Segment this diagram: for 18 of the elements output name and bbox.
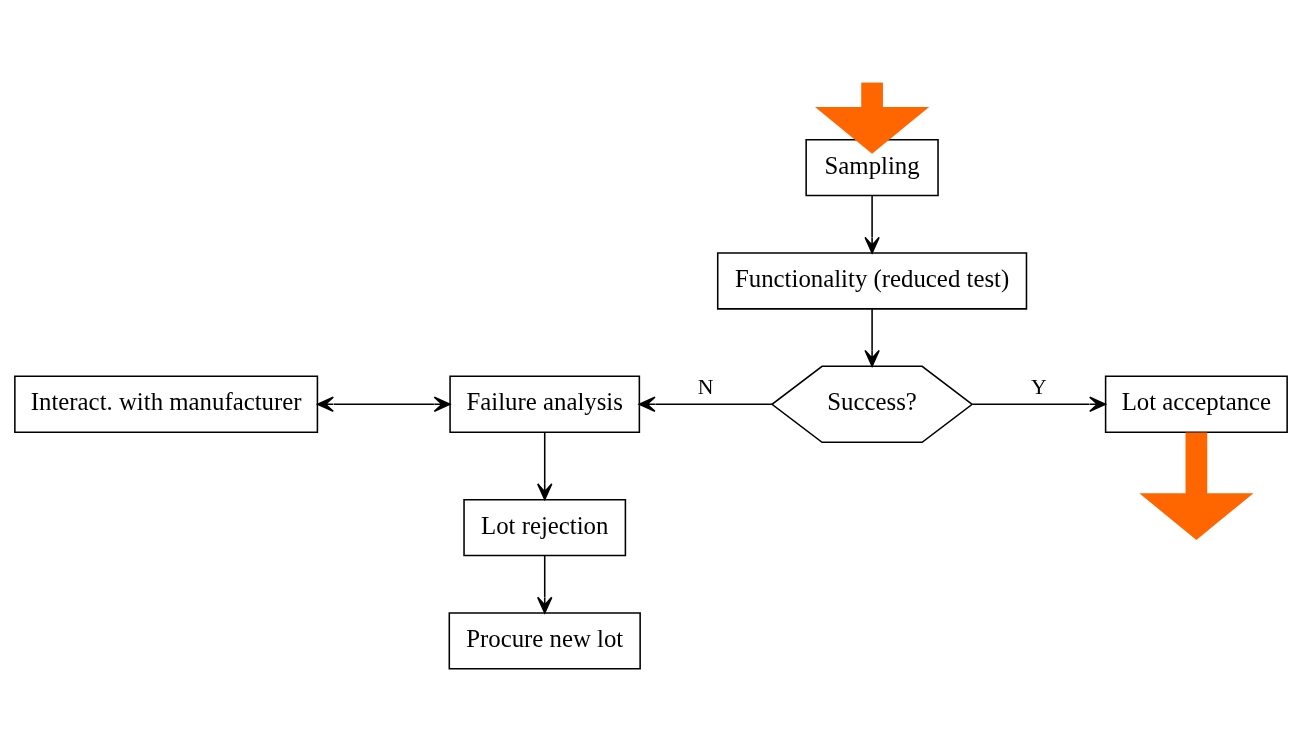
node-box: Functionality (reduced test) — [716, 252, 1028, 310]
edge-label: N — [697, 374, 714, 399]
arrow — [536, 555, 553, 614]
edge-label: Y — [1031, 374, 1047, 399]
arrow — [1139, 432, 1254, 540]
arrow — [638, 396, 773, 413]
node-box: Failure analysis — [449, 375, 641, 433]
arrow — [536, 431, 553, 501]
arrow — [316, 396, 451, 413]
node-box: Sampling — [805, 138, 939, 197]
node-box: Lot rejection — [463, 498, 627, 557]
arrow — [971, 396, 1107, 413]
arrow — [864, 195, 880, 254]
node-box: Procure new lot — [448, 612, 641, 670]
arrow — [864, 308, 880, 367]
node-box: Interact. with manufacturer — [14, 375, 319, 433]
arrow — [815, 82, 930, 154]
node-box: Lot acceptance — [1104, 375, 1288, 433]
